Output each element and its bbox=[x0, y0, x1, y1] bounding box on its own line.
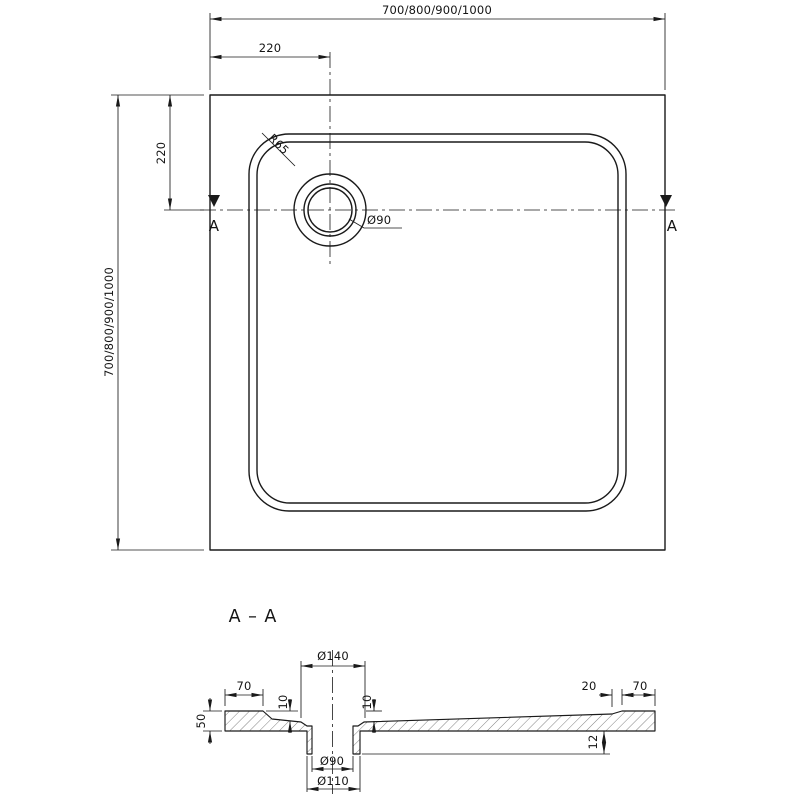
edge-height-label: 50 bbox=[194, 713, 208, 728]
flange-diameter-label: Ø140 bbox=[317, 649, 349, 663]
right-recess-depth-label: 10 bbox=[360, 694, 374, 709]
width-dimension-label: 700/800/900/1000 bbox=[382, 3, 492, 17]
radius-leader-line bbox=[261, 132, 296, 167]
drain-offset-v-label: 220 bbox=[154, 142, 168, 165]
drain-diameter-label: Ø90 bbox=[367, 213, 391, 227]
drain-hole-label: Ø90 bbox=[320, 754, 344, 768]
section-marker-left-label: A bbox=[209, 217, 220, 235]
boss-depth-label: 12 bbox=[586, 734, 600, 749]
left-recess-depth-label: 10 bbox=[276, 694, 290, 709]
height-dimension-label: 700/800/900/1000 bbox=[102, 267, 116, 377]
basin-rim-outer bbox=[248, 133, 627, 512]
right-step-label: 20 bbox=[581, 679, 596, 693]
right-rim-label: 70 bbox=[632, 679, 647, 693]
left-rim-label: 70 bbox=[236, 679, 251, 693]
section-profile-left bbox=[224, 710, 313, 755]
drain-leader-line bbox=[348, 218, 402, 229]
section-view: A – A Ø140 70 10 bbox=[194, 607, 656, 794]
top-view: 700/800/900/1000 220 700/800/900/1000 22… bbox=[102, 3, 678, 551]
corner-radius-label: R65 bbox=[266, 131, 292, 157]
section-profile-right bbox=[352, 710, 656, 755]
section-arrow-right-icon bbox=[660, 195, 672, 207]
drain-offset-h-label: 220 bbox=[259, 41, 282, 55]
section-view-title: A – A bbox=[229, 607, 278, 627]
section-marker-right-label: A bbox=[667, 217, 678, 235]
basin-rim-inner bbox=[256, 141, 619, 504]
tray-outer-edge bbox=[209, 94, 666, 551]
drain-boss-label: Ø110 bbox=[317, 774, 349, 788]
section-arrow-left-icon bbox=[208, 195, 220, 207]
